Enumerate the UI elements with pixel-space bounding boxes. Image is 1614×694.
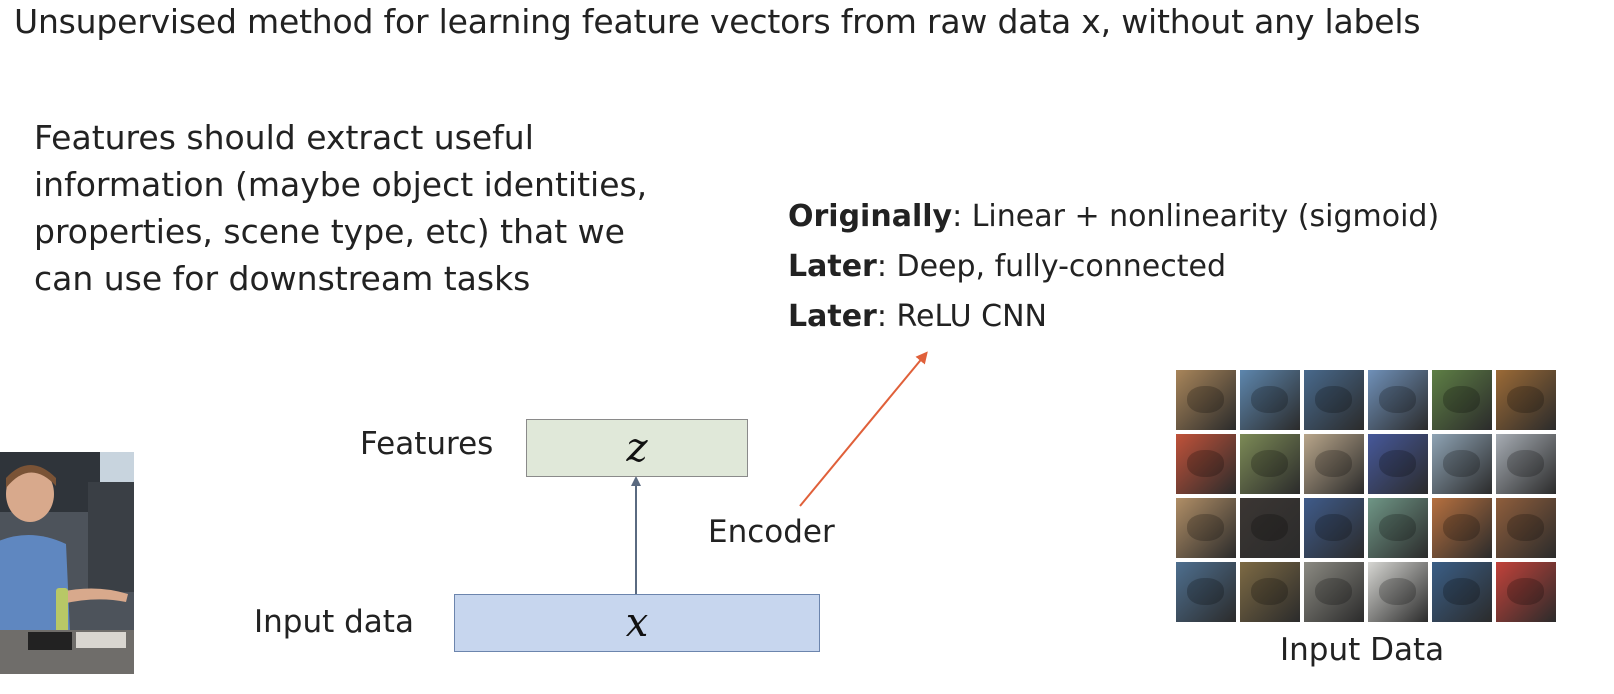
encoder-callout-arrow bbox=[799, 351, 928, 507]
input-image-thumbnail-frog bbox=[1432, 370, 1492, 430]
input-image-thumbnail-horse bbox=[1304, 562, 1364, 622]
encoder-notes: Originally: Linear + nonlinearity (sigmo… bbox=[788, 192, 1439, 342]
features-description-line: information (maybe object identities, bbox=[34, 165, 648, 204]
input-image-thumbnail-frog bbox=[1240, 562, 1300, 622]
encoder-note-text: : ReLU CNN bbox=[876, 299, 1047, 334]
features-symbol: z bbox=[626, 425, 648, 471]
input-image-thumbnail-airplane bbox=[1368, 370, 1428, 430]
encoder-note-label: Later bbox=[788, 249, 877, 284]
input-data-label: Input data bbox=[254, 604, 414, 640]
features-description-line: Features should extract useful bbox=[34, 118, 534, 157]
input-images-caption: Input Data bbox=[1280, 632, 1445, 668]
input-image-thumbnail-horse bbox=[1240, 498, 1300, 558]
input-image-thumbnail-airplane bbox=[1368, 562, 1428, 622]
features-description: Features should extract useful informati… bbox=[34, 114, 734, 302]
features-description-line: properties, scene type, etc) that we bbox=[34, 212, 625, 251]
encoder-note-text: : Deep, fully-connected bbox=[876, 249, 1227, 284]
features-z-box: z bbox=[526, 419, 748, 477]
input-image-thumbnail-ship bbox=[1304, 370, 1364, 430]
input-image-thumbnail-bird bbox=[1432, 562, 1492, 622]
encoder-note-label: Originally bbox=[788, 199, 953, 234]
input-symbol: x bbox=[625, 600, 649, 646]
features-label: Features bbox=[360, 426, 494, 462]
input-image-thumbnail-ship bbox=[1240, 370, 1300, 430]
input-image-thumbnail-cat bbox=[1176, 370, 1236, 430]
input-image-thumbnail-horse bbox=[1496, 498, 1556, 558]
input-image-thumbnail-automobile bbox=[1176, 434, 1236, 494]
features-description-line: can use for downstream tasks bbox=[34, 259, 531, 298]
encoder-label: Encoder bbox=[708, 514, 835, 550]
encoder-note-originally: Originally: Linear + nonlinearity (sigmo… bbox=[788, 192, 1439, 242]
input-image-thumbnail-dog bbox=[1432, 434, 1492, 494]
input-image-thumbnail-truck bbox=[1496, 562, 1556, 622]
input-image-thumbnail-ship bbox=[1176, 562, 1236, 622]
input-image-thumbnail-frog bbox=[1496, 370, 1556, 430]
encoder-note-later-cnn: Later: ReLU CNN bbox=[788, 292, 1439, 342]
input-image-grid bbox=[1176, 370, 1560, 626]
input-image-thumbnail-automobile bbox=[1368, 434, 1428, 494]
input-image-thumbnail-frog bbox=[1368, 498, 1428, 558]
encoder-note-text: : Linear + nonlinearity (sigmoid) bbox=[952, 199, 1440, 234]
encoder-note-later-fc: Later: Deep, fully-connected bbox=[788, 242, 1439, 292]
input-image-thumbnail-dog bbox=[1432, 498, 1492, 558]
input-image-thumbnail-frog bbox=[1240, 434, 1300, 494]
encoder-note-label: Later bbox=[788, 299, 877, 334]
input-image-thumbnail-truck bbox=[1496, 434, 1556, 494]
speaker-figure bbox=[0, 452, 134, 674]
input-x-box: x bbox=[454, 594, 820, 652]
slide-title: Unsupervised method for learning feature… bbox=[14, 2, 1421, 41]
input-image-thumbnail-cat bbox=[1304, 434, 1364, 494]
input-image-thumbnail-truck bbox=[1304, 498, 1364, 558]
input-image-thumbnail-dog bbox=[1176, 498, 1236, 558]
speaker-video-thumbnail bbox=[0, 452, 134, 674]
